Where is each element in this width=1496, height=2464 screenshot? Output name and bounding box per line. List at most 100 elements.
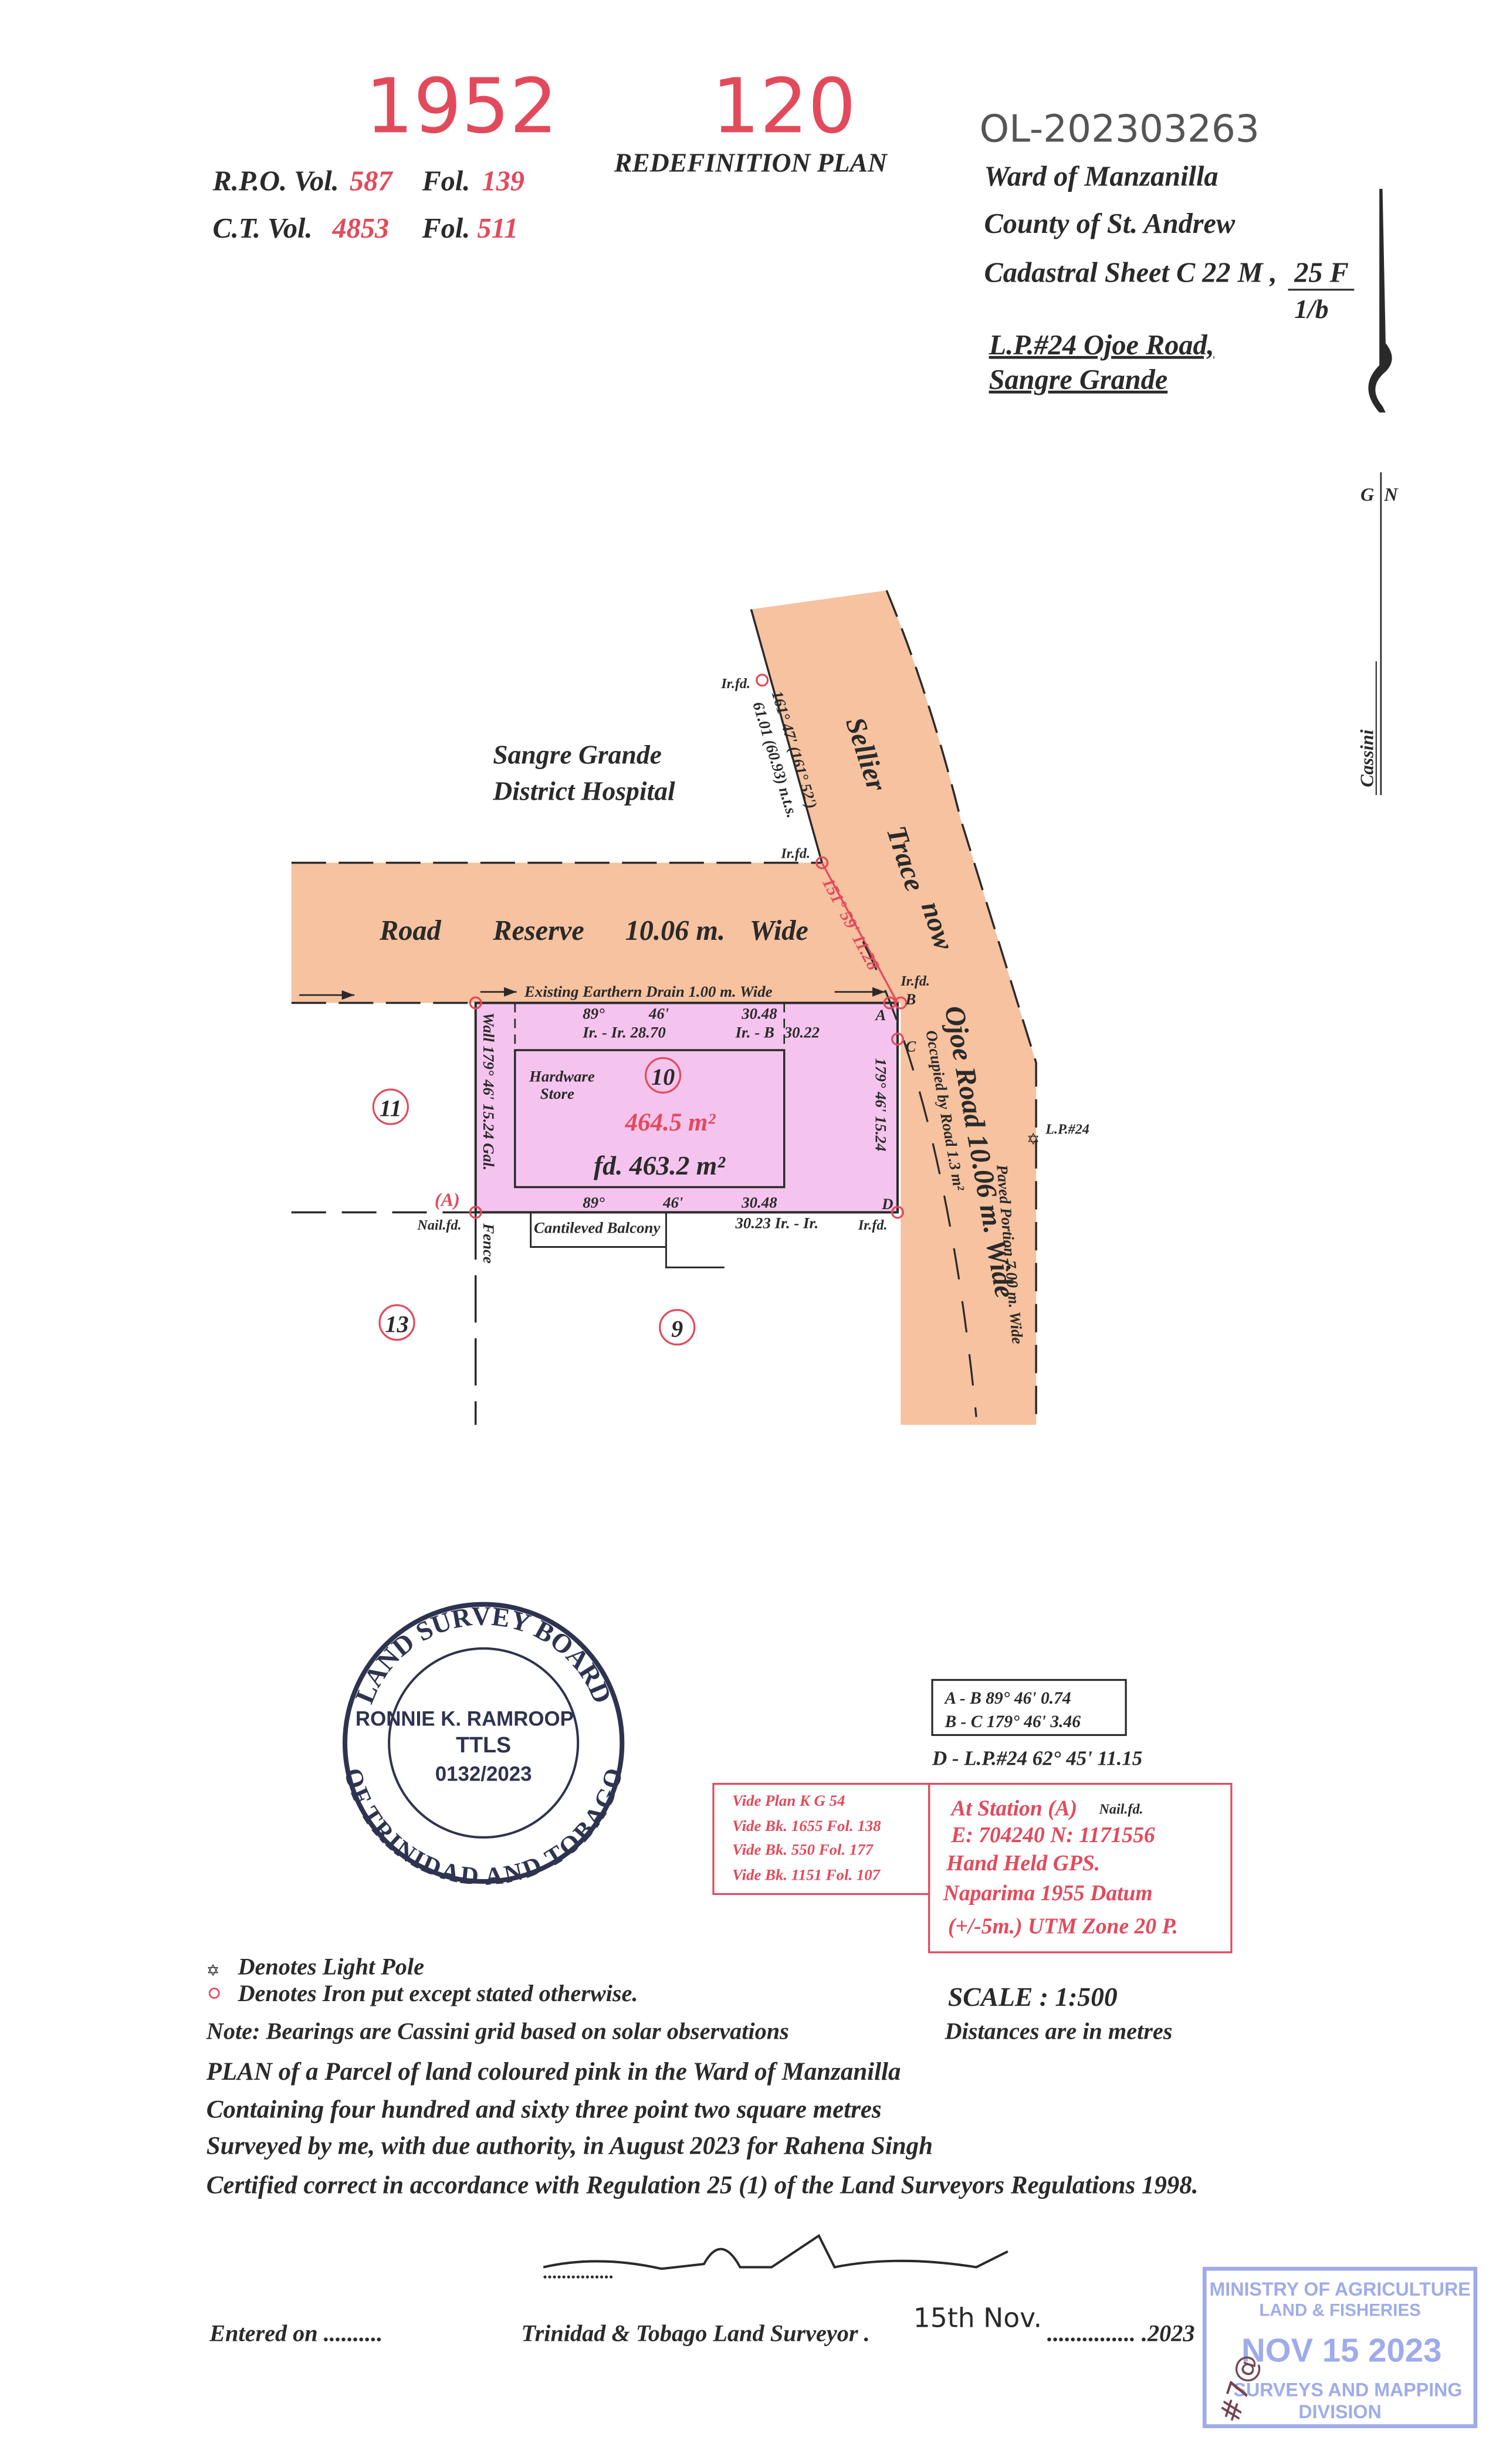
ct-vol: 4853 [332,213,390,244]
scale: SCALE : 1:500 [948,1982,1118,2012]
iron-found-label: Ir.fd. [720,676,750,692]
gps-line-3: Hand Held GPS. [946,1852,1100,1876]
gps-line-1: At Station (A) [950,1796,1077,1820]
neighbour-lot-11: 11 [380,1095,402,1122]
rpo-fol: 139 [482,166,524,197]
bottom-bearing-dist: 30.48 [741,1193,777,1211]
traverse-table: A - B 89° 46' 0.74 B - C 179° 46' 3.46 D… [931,1678,1142,1769]
bottom-sub: 30.23 Ir. - Ir. [735,1214,819,1231]
hardware-line-1: Hardware [529,1068,595,1085]
note-bearings: Note: Bearings are Cassini grid based on… [206,2018,789,2044]
location-line-2: Sangre Grande [989,364,1168,395]
header: 1952 120 REDEFINITION PLAN R.P.O. Vol. 5… [212,62,1355,395]
iron-marker-icon [756,673,769,687]
lot-number: 10 [651,1064,675,1090]
surveyor-seal: LAND SURVEY BOARD OF TRINIDAD AND TOBAGO… [339,1600,628,1890]
point-a: A [874,1006,886,1024]
fence-label: Fence [480,1223,497,1264]
iron-marker-icon [891,1206,904,1219]
parcel-10 [474,1001,899,1214]
top-bearing-min: 46' [648,1004,669,1022]
cadastral-sheet: Cadastral Sheet C 22 M , [984,257,1277,288]
signed-year: .2023 [1142,2320,1195,2347]
west-side-label: Wall 179° 46' 15.24 Gal. [480,1013,497,1171]
cadastral-denominator: 1/b [1294,294,1328,324]
division-line-2: DIVISION [1298,2401,1381,2422]
note-light-pole: Denotes Light Pole [237,1953,424,1979]
bottom-bearing-deg: 89° [583,1193,605,1211]
gps-nail: Nail.fd. [1098,1802,1143,1817]
vide-4: Vide Bk. 1151 Fol. 107 [732,1866,881,1883]
area-found: fd. 463.2 m² [594,1150,726,1180]
light-pole-icon: ✡ [207,1962,219,1979]
seal-name: RONNIE K. RAMROOP [356,1707,574,1730]
svg-text:LAND SURVEY BOARD: LAND SURVEY BOARD [349,1600,618,1707]
signed-date: 15th Nov. [913,2303,1042,2334]
north-label: N [1383,483,1399,505]
plan-description: PLAN of a Parcel of land coloured pink i… [206,2058,901,2086]
rpo-label: R.P.O. Vol. [212,166,339,197]
station-label: (A) [435,1189,460,1210]
plan-title: REDEFINITION PLAN [614,148,888,178]
iron-found-label: Ir.fd. [858,1217,888,1233]
area-calculated: 464.5 m² [625,1109,716,1136]
gps-line-5: (+/-5m.) UTM Zone 20 P. [948,1915,1178,1939]
ward: Ward of Manzanilla [984,161,1219,192]
hospital-line-2: District Hospital [492,776,675,805]
surveyed-by: Surveyed by me, with due authority, in A… [207,2132,933,2160]
neighbour-lot-9: 9 [671,1315,683,1342]
light-pole-icon: ✡ [1027,1131,1040,1148]
iron-marker-icon [894,996,908,1010]
surveyor-signature [543,2233,1008,2270]
cassini-label: Cassini [1356,729,1377,787]
rpo-fol-label: Fol. [421,166,470,197]
note-iron-put: Denotes Iron put except stated otherwise… [237,1980,638,2006]
division-line-1: SURVEYS AND MAPPING [1234,2380,1463,2401]
ct-label: C.T. Vol. [213,213,313,244]
point-d: D [881,1195,893,1213]
gps-station-box: At Station (A) Nail.fd. E: 704240 N: 117… [928,1783,1233,1954]
top-sub-1: Ir. - Ir. 28.70 [582,1024,666,1041]
road-reserve-word-2: Reserve [492,915,584,946]
seal-number: 0132/2023 [435,1762,532,1785]
balcony-label: Cantileved Balcony [534,1219,660,1236]
top-bearing-dist: 30.48 [741,1004,777,1022]
lp24-label: L.P.#24 [1045,1121,1089,1137]
notes: ✡ Denotes Light Pole Denotes Iron put ex… [206,1953,1199,2199]
drain-label: Existing Earthern Drain 1.00 m. Wide [524,983,773,1000]
footer: ............... Entered on .......... Tr… [209,2233,1195,2347]
traverse-ab: A - B 89° 46' 0.74 [943,1689,1071,1708]
hospital-line-1: Sangre Grande [493,740,662,770]
signature-dots: ............... [1047,2320,1136,2347]
iron-marker-icon [815,856,829,869]
grid-label: G [1360,483,1374,505]
entered-on: Entered on .......... [209,2320,383,2347]
plan-number-right: 120 [712,62,856,150]
ministry-line-2: LAND & FISHERIES [1259,2301,1421,2320]
vide-3: Vide Bk. 550 Fol. 177 [732,1840,874,1858]
iron-marker-icon [208,1988,220,1999]
containing: Containing four hundred and sixty three … [207,2096,882,2124]
note-distances: Distances are in metres [944,2018,1172,2044]
certified: Certified correct in accordance with Reg… [207,2171,1199,2199]
ministry-line-1: MINISTRY OF AGRICULTURE [1209,2279,1470,2300]
reference-number: OL-202303263 [980,107,1260,151]
gps-line-2: E: 704240 N: 1171556 [950,1823,1155,1847]
traverse-dlp: D - L.P.#24 62° 45' 11.15 [932,1747,1142,1769]
iron-found-label: Ir.fd. [900,973,930,989]
road-area [291,590,1037,1425]
point-c: C [905,1038,916,1055]
county: County of St. Andrew [984,208,1236,239]
nail-marker-icon [469,1206,482,1219]
top-bearing-deg: 89° [583,1004,605,1022]
surveyor-label: Trinidad & Tobago Land Surveyor . [522,2320,870,2347]
bottom-bearing-min: 46' [662,1193,683,1211]
vide-1: Vide Plan K G 54 [732,1792,845,1809]
hardware-store-outline [514,1049,786,1189]
seal-title: TTLS [456,1732,511,1757]
iron-marker-icon [891,1033,904,1046]
signature-dots: ............... [543,2261,614,2282]
cadastral-numerator: 25 F [1294,257,1349,288]
ct-fol: 511 [477,213,518,244]
